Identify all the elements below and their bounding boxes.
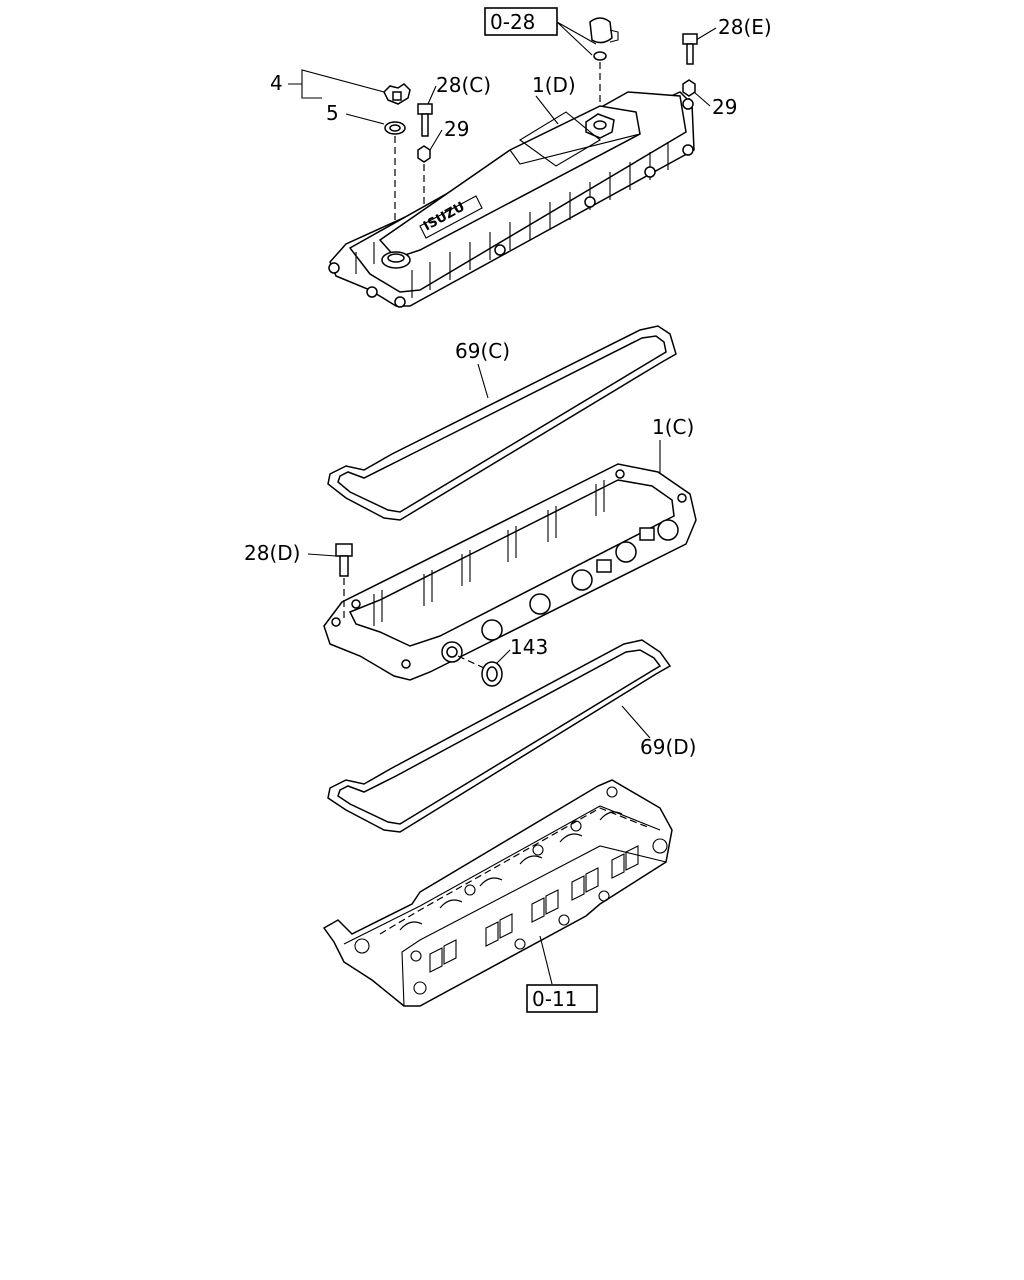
washer-29-left bbox=[417, 145, 431, 163]
cylinder-head-cover bbox=[328, 91, 695, 308]
gasket-69d bbox=[327, 639, 672, 833]
label-29-left: 29 bbox=[444, 117, 469, 141]
washer-29-right bbox=[682, 79, 696, 97]
breather-valve bbox=[589, 17, 619, 61]
bolt-28c bbox=[417, 103, 433, 137]
cylinder-head-spacer bbox=[323, 463, 697, 681]
o-ring-5 bbox=[384, 121, 406, 135]
oil-filler-cap bbox=[383, 83, 411, 105]
label-28d: 28(D) bbox=[244, 541, 300, 565]
bolt-28d bbox=[335, 543, 353, 577]
label-4: 4 bbox=[270, 71, 283, 95]
label-5: 5 bbox=[326, 101, 339, 125]
label-28c: 28(C) bbox=[436, 73, 491, 97]
reference-box-0-28[interactable]: 0-28 bbox=[484, 7, 558, 36]
cylinder-head bbox=[322, 779, 673, 1007]
label-1c: 1(C) bbox=[652, 415, 694, 439]
label-29-right: 29 bbox=[712, 95, 737, 119]
label-69d: 69(D) bbox=[640, 735, 696, 759]
ref-0-11-label: 0-11 bbox=[532, 987, 577, 1011]
label-69c: 69(C) bbox=[455, 339, 510, 363]
label-28e: 28(E) bbox=[718, 15, 772, 39]
ref-0-28-label: 0-28 bbox=[490, 10, 535, 34]
bolt-28e bbox=[682, 33, 698, 65]
seal-143 bbox=[481, 661, 503, 687]
gasket-69c bbox=[327, 325, 677, 521]
label-143: 143 bbox=[510, 635, 548, 659]
label-1d: 1(D) bbox=[532, 73, 576, 97]
reference-box-0-11[interactable]: 0-11 bbox=[526, 984, 598, 1013]
